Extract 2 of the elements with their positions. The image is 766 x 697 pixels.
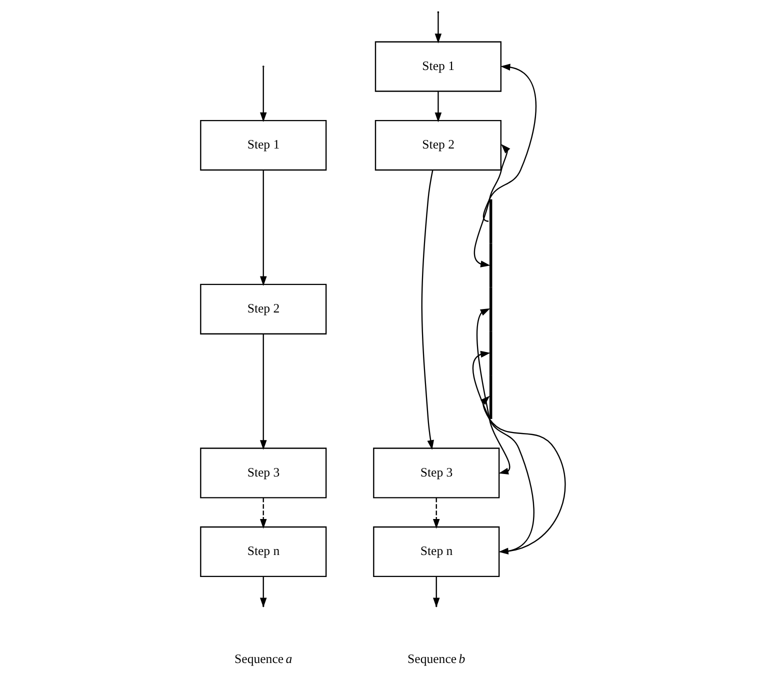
label: Sequence a [234, 652, 292, 666]
label: Sequence b [408, 652, 466, 666]
